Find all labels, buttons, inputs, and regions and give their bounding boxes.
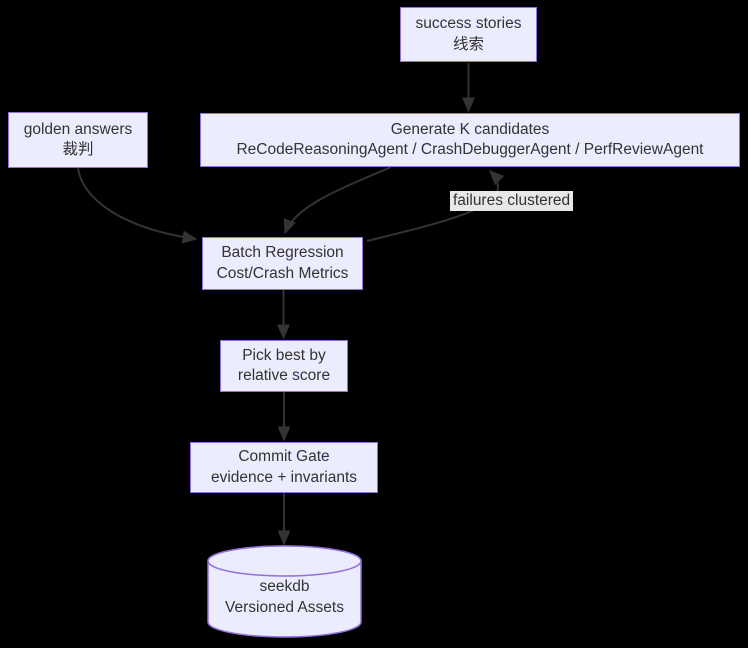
node-label-line: ReCodeReasoningAgent / CrashDebuggerAgen… [236,141,704,158]
node-label-line: 裁判 [62,141,94,158]
node-label-line: Versioned Assets [225,598,344,616]
node-label-line: Commit Gate [238,448,330,466]
edge-label-failures-clustered: failures clustered [450,191,574,212]
node-generate-k-candidates: Generate K candidates ReCodeReasoningAge… [200,113,740,167]
node-label-line: Pick best by [242,346,326,364]
edge-golden-to-batch [77,167,198,244]
node-pick-best: Pick best by relative score [220,340,348,392]
cylinder-top-rim [207,545,362,577]
node-seekdb-label: seekdb Versioned Assets [208,577,361,619]
node-label-line: relative score [237,367,331,384]
node-label-line: Generate K candidates [390,120,550,138]
node-label-line: 线索 [452,35,484,53]
node-seekdb-cylinder [207,545,362,638]
node-label-line: Batch Regression [221,244,344,262]
node-golden-answers: golden answers 裁判 [8,112,148,168]
node-label-line: seekdb [259,578,310,595]
node-label-line: Cost/Crash Metrics [216,264,349,282]
node-label-line: golden answers [23,120,133,138]
node-batch-regression: Batch Regression Cost/Crash Metrics [202,237,363,290]
node-label-line: evidence + invariants [210,468,358,486]
node-commit-gate: Commit Gate evidence + invariants [190,442,378,493]
node-label-line: success stories [415,15,522,33]
edge-generate-to-batch [283,166,392,235]
node-success-stories: success stories 线索 [400,7,537,62]
